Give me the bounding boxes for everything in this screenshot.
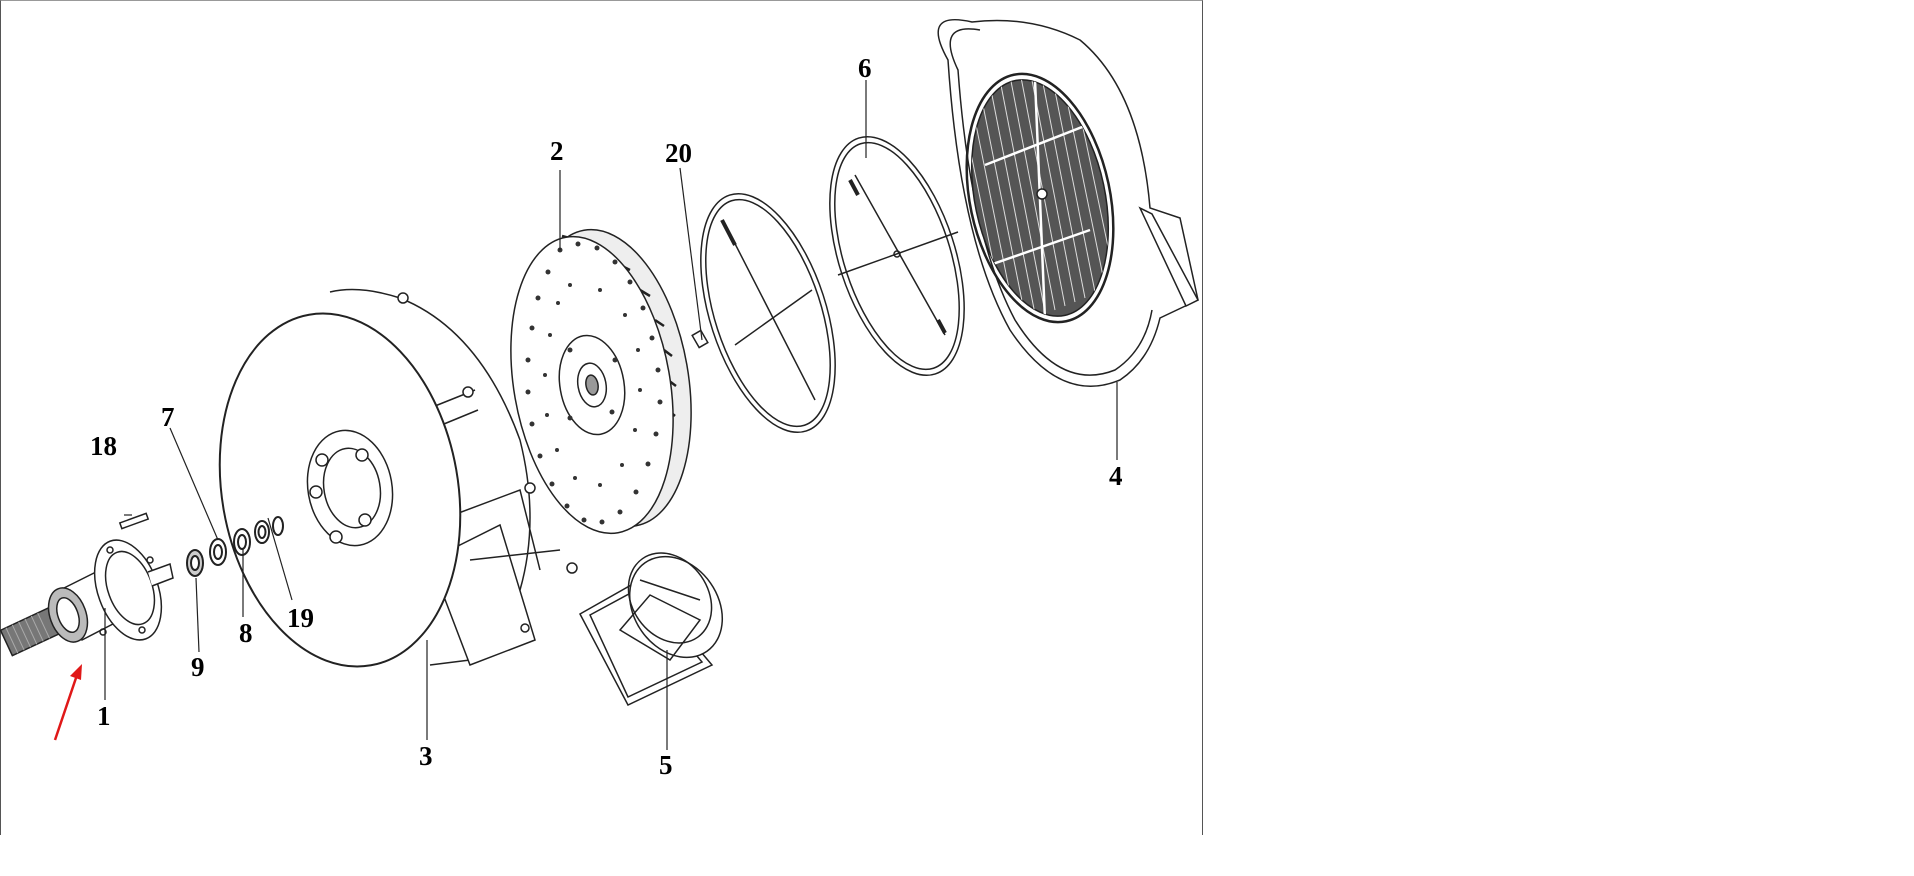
part-label-19: 19 — [287, 603, 314, 633]
back-plate-part-4 — [937, 18, 1200, 387]
plate-disc-part-20 — [691, 192, 836, 434]
part-label-3: 3 — [419, 741, 433, 771]
leader-lines — [104, 80, 1118, 750]
exploded-view-diagram — [0, 18, 1200, 750]
fan-housing-part-3 — [218, 288, 578, 668]
part-label-18: 18 — [90, 431, 117, 461]
impeller-part-2 — [510, 228, 692, 535]
washers-parts-7-8-9-19 — [186, 516, 284, 577]
inlet-duct-part-5 — [578, 552, 724, 706]
part-label-9: 9 — [191, 652, 205, 682]
divider-disc-part-6 — [829, 135, 965, 377]
part-label-6: 6 — [858, 53, 872, 83]
part-label-7: 7 — [161, 402, 175, 432]
part-label-20: 20 — [665, 138, 692, 168]
part-label-5: 5 — [659, 750, 673, 780]
part-label-2: 2 — [550, 136, 564, 166]
part-label-4: 4 — [1109, 461, 1123, 491]
diagram-frame — [0, 0, 1203, 835]
part-label-8: 8 — [239, 618, 253, 648]
red-arrow-indicator — [53, 664, 82, 741]
part-label-1: 1 — [97, 701, 111, 731]
shaft-bearing-part-1 — [0, 512, 174, 657]
